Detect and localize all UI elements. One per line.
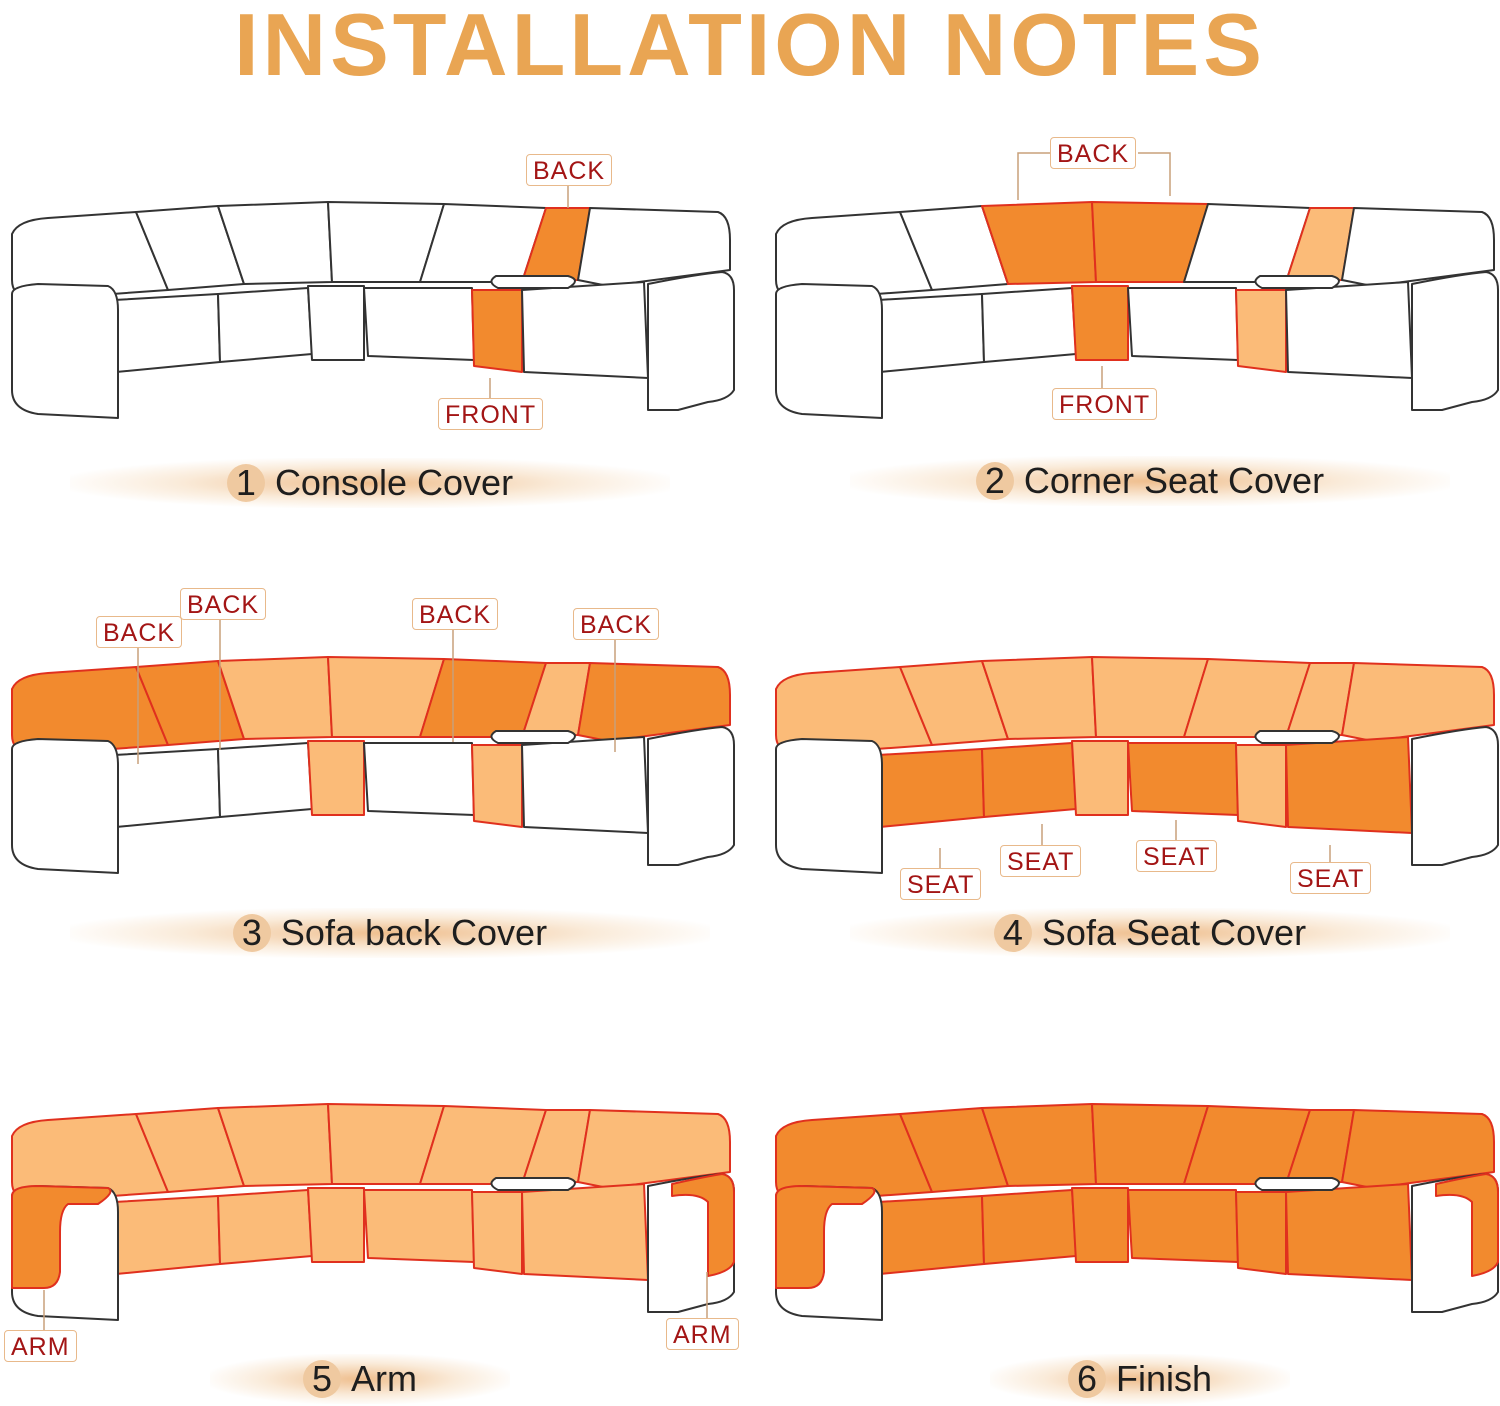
sofa-console-cup xyxy=(490,275,576,289)
sofa-back-7 xyxy=(577,662,731,742)
step-6-number: 6 xyxy=(1067,1360,1106,1398)
sofa-arm-right xyxy=(1411,271,1499,411)
step-2-number: 2 xyxy=(975,462,1014,500)
sofa-seat-3 xyxy=(307,285,365,361)
sofa-arm-right xyxy=(647,271,735,411)
sofa-arm-right-cover xyxy=(671,1173,735,1277)
step-5-caption: 5 Arm xyxy=(210,1354,510,1404)
sofa-back-7 xyxy=(1341,207,1495,287)
step-1-caption-text: Console Cover xyxy=(274,462,514,503)
step-3-caption-text: Sofa back Cover xyxy=(280,912,548,953)
sofa-console-cup xyxy=(1254,730,1340,744)
step-1-back-label: BACK xyxy=(526,154,613,186)
step-4-seat-label-4: SEAT xyxy=(1290,862,1372,894)
sofa-seat-5 xyxy=(1235,1191,1287,1275)
step-1-panel xyxy=(8,190,748,419)
step-3-back-label-2: BACK xyxy=(180,588,267,620)
sofa-arm-left xyxy=(775,738,883,874)
sofa-seat-5 xyxy=(471,289,523,373)
sofa-seat-1 xyxy=(877,1195,985,1275)
sofa-console-cup xyxy=(490,730,576,744)
step-4-panel xyxy=(772,645,1500,874)
step-2-panel xyxy=(772,190,1500,419)
sofa-seat-6 xyxy=(1285,1183,1413,1281)
sofa-seat-3 xyxy=(1071,285,1129,361)
sofa-seat-5 xyxy=(1235,289,1287,373)
sofa-seat-5 xyxy=(1235,744,1287,828)
sofa-back-7 xyxy=(577,1109,731,1189)
step-3-number: 3 xyxy=(232,914,271,952)
step-4-seat-label-2: SEAT xyxy=(1000,845,1082,877)
sofa-arm-right-cover xyxy=(1435,1173,1499,1277)
sofa-arm-left xyxy=(11,738,119,874)
step-3-back-label-1: BACK xyxy=(96,616,183,648)
sofa-illustration xyxy=(775,1103,1499,1321)
page-title: INSTALLATION NOTES xyxy=(234,0,1266,94)
sofa-seat-3 xyxy=(307,740,365,816)
sofa-back-7 xyxy=(1341,662,1495,742)
step-3-back-label-4: BACK xyxy=(573,608,660,640)
step-3-panel xyxy=(8,645,748,874)
sofa-illustration xyxy=(775,656,1499,874)
sofa-illustration xyxy=(11,656,735,874)
sofa-seat-4 xyxy=(1127,1189,1239,1263)
sofa-console-cup xyxy=(490,1177,576,1191)
sofa-arm-right xyxy=(1411,726,1499,866)
step-2-front-label: FRONT xyxy=(1052,388,1158,420)
sofa-back-7 xyxy=(1341,1109,1495,1189)
sofa-arm-left-cover xyxy=(11,1185,112,1289)
step-2-back-label: BACK xyxy=(1050,137,1137,169)
step-3-back-label-3: BACK xyxy=(412,598,499,630)
sofa-illustration xyxy=(11,201,735,419)
sofa-arm-right xyxy=(647,726,735,866)
sofa-seat-2 xyxy=(981,1189,1077,1265)
step-5-caption-text: Arm xyxy=(351,1358,417,1399)
step-1-number: 1 xyxy=(226,464,265,502)
sofa-arm-left xyxy=(775,283,883,419)
step-5-arm-label-left: ARM xyxy=(4,1330,77,1362)
step-5-arm-label-right: ARM xyxy=(666,1318,739,1350)
step-1-front-label: FRONT xyxy=(438,398,544,430)
step-2-caption-text: Corner Seat Cover xyxy=(1023,460,1325,501)
sofa-seat-5 xyxy=(471,1191,523,1275)
step-4-number: 4 xyxy=(993,914,1032,952)
step-5-number: 5 xyxy=(303,1360,341,1398)
sofa-console-cup xyxy=(1254,275,1340,289)
step-4-caption-text: Sofa Seat Cover xyxy=(1041,912,1307,953)
sofa-illustration xyxy=(11,1103,735,1321)
step-5-panel xyxy=(8,1092,748,1321)
sofa-seat-3 xyxy=(1071,1187,1129,1263)
step-6-panel xyxy=(772,1092,1500,1321)
sofa-arm-left xyxy=(11,283,119,419)
sofa-seat-3 xyxy=(1071,740,1129,816)
sofa-console-cup xyxy=(1254,1177,1340,1191)
sofa-seat-3 xyxy=(307,1187,365,1263)
step-4-seat-label-1: SEAT xyxy=(900,868,982,900)
sofa-seat-5 xyxy=(471,744,523,828)
sofa-arm-left-cover xyxy=(775,1185,876,1289)
step-4-seat-label-3: SEAT xyxy=(1136,840,1218,872)
step-6-caption-text: Finish xyxy=(1115,1358,1213,1399)
sofa-back-7 xyxy=(577,207,731,287)
sofa-illustration xyxy=(775,201,1499,419)
